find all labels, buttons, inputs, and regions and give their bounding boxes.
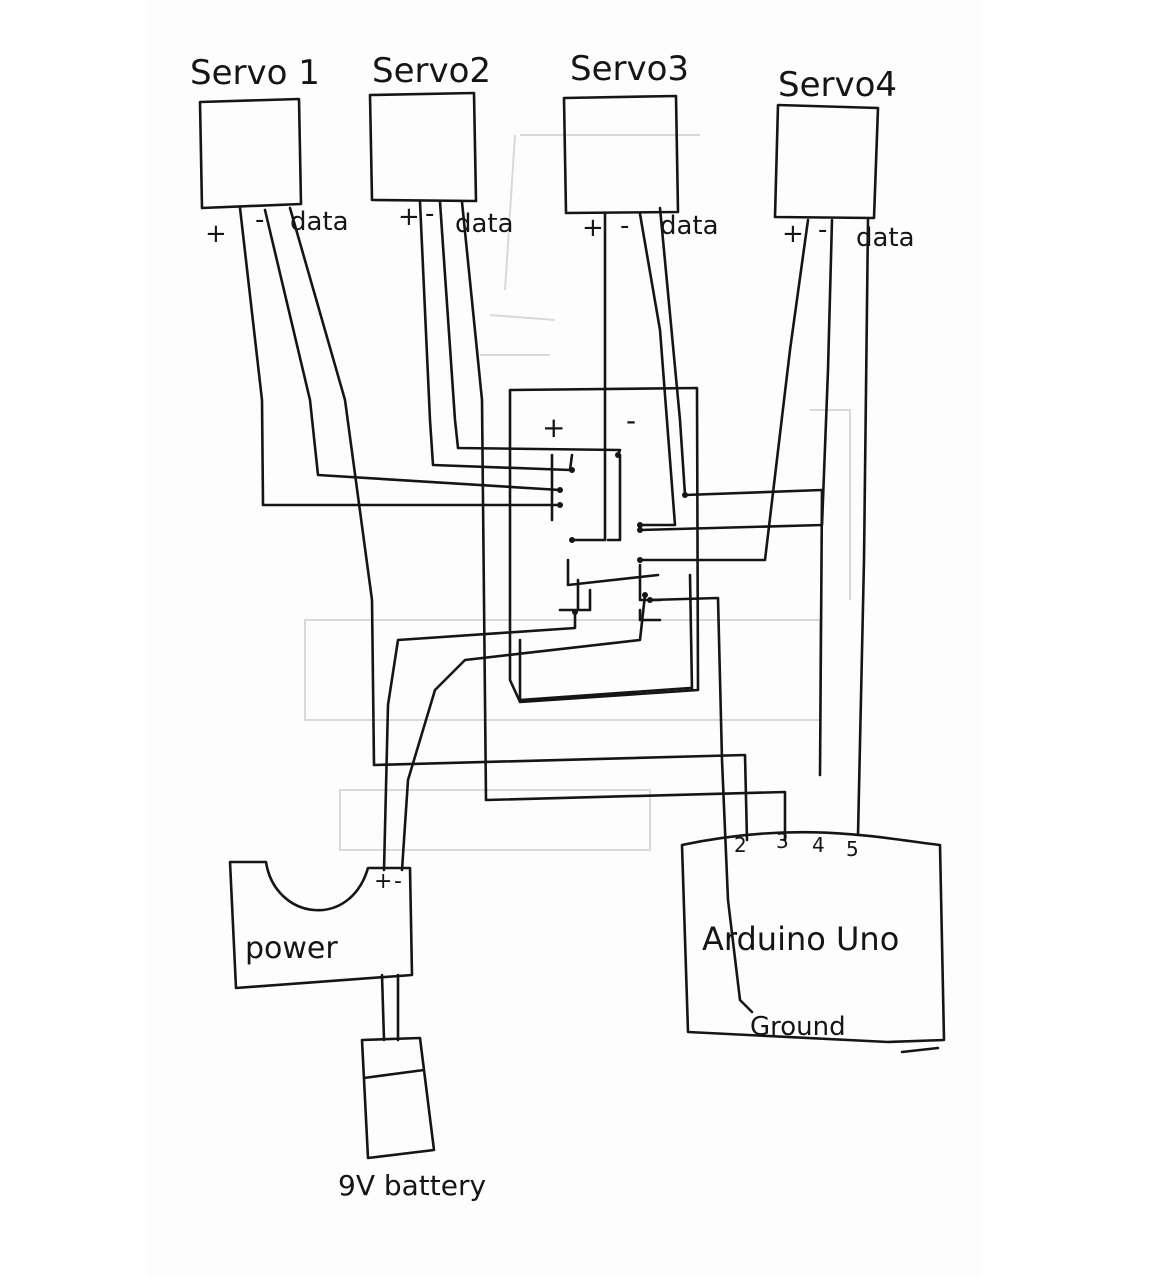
- servo-4-plus-wire: [638, 218, 810, 562]
- arduino-pin-2: 2: [734, 833, 747, 857]
- connection-dots: [557, 452, 688, 615]
- servo-2-plus-label: +: [398, 202, 420, 232]
- servo-2-minus-label: -: [425, 199, 434, 229]
- servo-4-title: Servo4: [778, 65, 897, 105]
- servo-4-box: [773, 103, 880, 220]
- power-plus-label: +: [374, 869, 392, 894]
- ground-wire: [648, 596, 754, 1014]
- servo-2-plus-wire: [418, 200, 574, 472]
- servo-2-title: Servo2: [372, 51, 491, 91]
- servo-1-plus-label: +: [205, 219, 227, 249]
- power-title: power: [245, 931, 338, 966]
- arduino-ground-label: Ground: [750, 1012, 846, 1042]
- servo-2-data-label: data: [455, 209, 514, 239]
- breadboard-plus-label: +: [542, 411, 565, 444]
- breadboard-minus-label: -: [626, 404, 636, 437]
- power-minus-wire: [400, 593, 647, 872]
- servo-3-data-label: data: [660, 211, 719, 241]
- servo-4-minus-label: -: [818, 215, 827, 245]
- battery-body: [360, 1036, 436, 1160]
- servo-2-box: [368, 91, 478, 203]
- battery-wires: [380, 973, 400, 1042]
- servo-1-data-wire: [288, 206, 749, 842]
- servo-1-title: Servo 1: [190, 53, 320, 93]
- battery-title: 9V battery: [338, 1169, 486, 1202]
- arduino-box: [680, 830, 946, 1054]
- servo-4-minus-wire: [638, 218, 834, 532]
- servo-4-plus-label: +: [782, 219, 804, 249]
- servo-1-plus-wire: [238, 206, 562, 507]
- servo-2-minus-wire: [438, 200, 622, 457]
- arduino-pin-4: 4: [812, 833, 825, 857]
- jumper-wires: [518, 453, 694, 702]
- power-minus-label: -: [394, 869, 402, 894]
- arduino-pin-3: 3: [776, 829, 789, 853]
- servo-3-plus-label: +: [582, 213, 604, 243]
- power-module: [228, 860, 414, 990]
- servo-1-minus-label: -: [255, 205, 264, 235]
- paper-sheet: [146, 0, 981, 1278]
- servo-1-minus-wire: [263, 208, 562, 492]
- servo-1-box: [198, 97, 303, 210]
- arduino-pin-5: 5: [846, 837, 859, 861]
- servo-3-minus-wire: [638, 212, 677, 527]
- servo-3-box: [562, 94, 680, 215]
- power-plus-wire: [382, 610, 577, 872]
- servo-3-plus-wire: [570, 212, 607, 542]
- servo-4-data-label: data: [856, 223, 915, 253]
- servo-4-data-wire: [856, 218, 870, 837]
- arduino-title: Arduino Uno: [702, 920, 899, 958]
- servo-2-data-wire: [460, 200, 787, 842]
- servo-1-data-label: data: [290, 207, 349, 237]
- servo-3-minus-label: -: [620, 211, 629, 241]
- servo-3-title: Servo3: [570, 49, 689, 89]
- page-margin: [981, 0, 1170, 1278]
